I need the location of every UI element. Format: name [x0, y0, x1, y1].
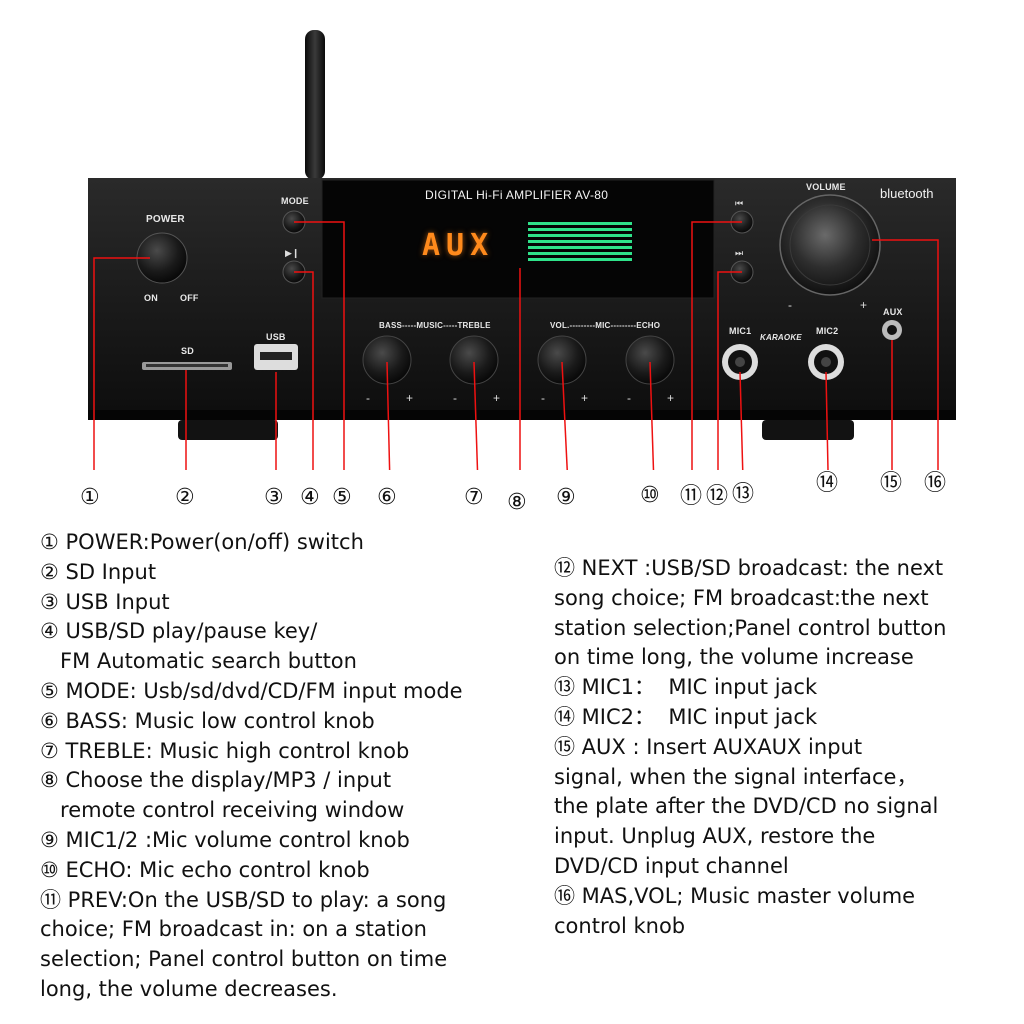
- usb-label: USB: [266, 332, 286, 342]
- desc-line: ⑪ PREV:On the USB/SD to play: a song: [40, 887, 447, 912]
- mode-label: MODE: [281, 196, 309, 206]
- lcd-mode-readout: AUX: [422, 228, 495, 263]
- desc-line: ⑬ MIC1： MIC input jack: [554, 675, 818, 700]
- desc-line: signal, when the signal interface，: [554, 764, 918, 789]
- antenna: [305, 30, 325, 180]
- callout-11: ⑪: [680, 484, 703, 509]
- off-label: OFF: [180, 293, 199, 303]
- desc-line: ⑯ MAS,VOL; Music master volume: [554, 883, 916, 908]
- callout-13: ⑬: [732, 482, 755, 507]
- mic2-label: MIC2: [816, 326, 839, 336]
- callout-8: ⑧: [507, 490, 527, 515]
- callout-2: ②: [175, 485, 195, 510]
- callout-4: ④: [300, 485, 320, 510]
- mic-minus: -: [541, 391, 545, 405]
- desc-line: ④ USB/SD play/pause key/: [40, 619, 318, 644]
- desc-line: song choice; FM broadcast:the next: [554, 585, 929, 610]
- sd-label: SD: [181, 346, 194, 356]
- desc-line: station selection;Panel control button: [554, 615, 947, 640]
- echo-plus: +: [667, 391, 675, 405]
- vol-echo-label: VOL.---------MIC---------ECHO: [550, 321, 661, 330]
- amplifier-photo: ▶❙ ⏮ ⏭: [88, 30, 956, 470]
- equalizer-display: [528, 222, 632, 261]
- power-label: POWER: [146, 214, 185, 225]
- prev-icon: ⏮: [735, 199, 743, 209]
- callout-1: ①: [80, 485, 100, 510]
- desc-line: ⑩ ECHO: Mic echo control knob: [40, 857, 370, 882]
- mic-volume-knob: [537, 335, 587, 385]
- desc-line: FM Automatic search button: [40, 649, 357, 674]
- desc-line: long, the volume decreases.: [40, 976, 338, 1001]
- desc-line: ⑥ BASS: Music low control knob: [40, 708, 375, 733]
- desc-line: control knob: [554, 913, 686, 938]
- desc-line: on time long, the volume increase: [554, 645, 914, 670]
- desc-line: ⑮ AUX : Insert AUXAUX input: [554, 734, 863, 759]
- desc-line: ③ USB Input: [40, 589, 170, 614]
- callout-5: ⑤: [332, 485, 352, 510]
- callout-10: ⑩: [640, 483, 660, 508]
- right-description: ⑫ NEXT :USB/SD broadcast: the next song …: [554, 554, 946, 941]
- volume-knob: [779, 194, 881, 296]
- foot-right: [762, 420, 854, 440]
- aux-label: AUX: [883, 307, 903, 317]
- volume-plus: +: [860, 298, 868, 312]
- volume-label: VOLUME: [806, 182, 846, 192]
- mic1-label: MIC1: [729, 326, 752, 336]
- callout-9: ⑨: [556, 485, 576, 510]
- desc-line: ⑤ MODE: Usb/sd/dvd/CD/FM input mode: [40, 678, 463, 703]
- bluetooth-label: bluetooth: [880, 186, 934, 201]
- display-window: [321, 179, 715, 299]
- desc-line: ⑨ MIC1/2 :Mic volume control knob: [40, 827, 410, 852]
- desc-line: DVD/CD input channel: [554, 853, 789, 878]
- on-label: ON: [144, 293, 158, 303]
- desc-line: ⑭ MIC2： MIC input jack: [554, 704, 818, 729]
- foot-left: [178, 420, 278, 440]
- treble-plus: +: [493, 391, 501, 405]
- desc-line: ⑦ TREBLE: Music high control knob: [40, 738, 410, 763]
- desc-line: ⑧ Choose the display/MP3 / input: [40, 768, 392, 793]
- desc-line: ② SD Input: [40, 559, 157, 584]
- callout-16: ⑯: [924, 471, 947, 496]
- callout-7: ⑦: [464, 485, 484, 510]
- callout-15: ⑮: [880, 471, 903, 496]
- lcd-title: DIGITAL Hi-Fi AMPLIFIER AV-80: [425, 188, 609, 202]
- callout-3: ③: [264, 485, 284, 510]
- callout-12: ⑫: [706, 484, 729, 509]
- bass-plus: +: [406, 391, 414, 405]
- bass-treble-label: BASS-----MUSIC-----TREBLE: [379, 321, 491, 330]
- desc-line: ⑫ NEXT :USB/SD broadcast: the next: [554, 556, 944, 580]
- desc-line: choice; FM broadcast in: on a station: [40, 917, 427, 942]
- echo-minus: -: [627, 391, 631, 405]
- next-icon: ⏭: [735, 249, 743, 259]
- desc-line: ① POWER:Power(on/off) switch: [40, 530, 364, 554]
- play-pause-icon: ▶❙: [285, 249, 299, 259]
- desc-line: input. Unplug AUX, restore the: [554, 824, 876, 849]
- mic-plus: +: [581, 391, 589, 405]
- callout-lines: [93, 221, 939, 470]
- left-description: ① POWER:Power(on/off) switch ② SD Input …: [40, 528, 463, 1005]
- desc-line: remote control receiving window: [40, 798, 405, 823]
- karaoke-label: KARAOKE: [760, 333, 802, 342]
- callout-6: ⑥: [377, 485, 397, 510]
- treble-minus: -: [453, 391, 457, 405]
- bass-minus: -: [366, 391, 370, 405]
- callout-14: ⑭: [816, 471, 839, 496]
- volume-minus: -: [788, 298, 792, 312]
- desc-line: selection; Panel control button on time: [40, 947, 448, 972]
- desc-line: the plate after the DVD/CD no signal: [554, 794, 939, 819]
